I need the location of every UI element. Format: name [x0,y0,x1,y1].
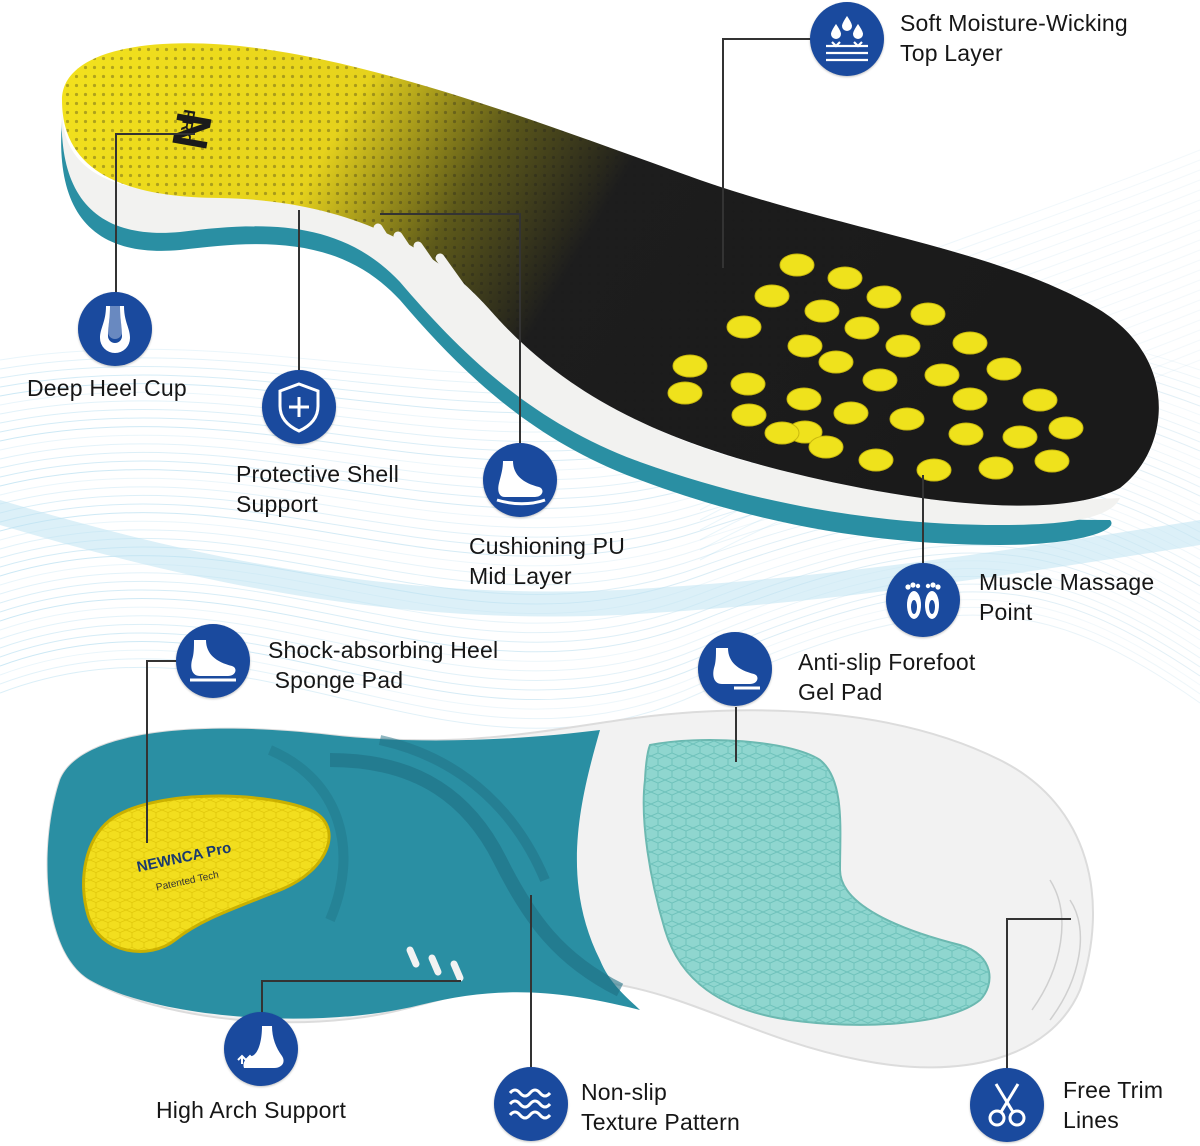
massage-point [952,331,988,355]
massage-point [924,363,960,387]
massage-point [1034,449,1070,473]
massage-point [844,316,880,340]
leader-antislip-v [735,707,737,762]
massage-point [779,253,815,277]
massage-point [1002,425,1038,449]
massage-point [986,357,1022,381]
heel-pad-icon [176,624,250,698]
svg-text:PRO: PRO [175,108,198,145]
massage-point [1048,416,1084,440]
leader-heel-v [115,133,117,293]
leader-shock-h [146,660,178,662]
leader-texture-v [530,895,532,1067]
label-moisture-wicking: Soft Moisture-Wicking Top Layer [900,10,1128,66]
massage-point [730,372,766,396]
massage-point [916,458,952,482]
leader-trim-h [1006,918,1071,920]
massage-point [858,448,894,472]
label-protective-shell: Protective Shell Support [236,461,399,517]
label-non-slip: Non-slip Texture Pattern [581,1079,740,1135]
massage-point [889,407,925,431]
leader-arch-v [261,980,263,1014]
massage-point [910,302,946,326]
massage-point [764,421,800,445]
massage-point [731,403,767,427]
massage-point [672,354,708,378]
leader-shock-v [146,660,148,843]
label-free-trim: Free Trim Lines [1063,1077,1164,1133]
massage-point [818,350,854,374]
massage-point [787,334,823,358]
scissors-icon [970,1068,1044,1142]
massage-point [978,456,1014,480]
label-anti-slip: Anti-slip Forefoot Gel Pad [798,649,976,705]
massage-point [862,368,898,392]
massage-point [754,284,790,308]
massage-point [804,299,840,323]
label-deep-heel-cup: Deep Heel Cup [27,375,187,401]
massage-point [952,387,988,411]
label-cushioning-pu: Cushioning PU Mid Layer [469,533,626,589]
forefoot-icon [698,632,772,706]
massage-point [827,266,863,290]
leader-massage-v [922,475,924,563]
massage-point [667,381,703,405]
massage-point [885,334,921,358]
label-high-arch: High Arch Support [156,1097,347,1123]
massage-point [948,422,984,446]
leader-heel-h [115,133,195,135]
label-muscle-massage: Muscle Massage Point [979,569,1155,625]
leader-moisture-v [722,38,724,268]
leader-moisture-h [722,38,812,40]
massage-point [833,401,869,425]
leader-arch-h [261,980,461,982]
arch-support-icon [224,1012,298,1086]
footprints-icon [886,563,960,637]
massage-point [866,285,902,309]
massage-point [786,387,822,411]
label-shock-absorbing: Shock-absorbing Heel Sponge Pad [268,637,499,693]
shield-icon [262,370,336,444]
massage-point [726,315,762,339]
leader-trim-v [1006,918,1008,1068]
leader-cushion-h [380,213,520,215]
leader-cushion-v [519,213,521,443]
heel-cup-icon [78,292,152,366]
massage-point [1022,388,1058,412]
foot-cushion-icon [483,443,557,517]
waves-icon [494,1067,568,1141]
water-drops-icon [810,2,884,76]
massage-point [808,435,844,459]
leader-shell-v [298,210,300,370]
